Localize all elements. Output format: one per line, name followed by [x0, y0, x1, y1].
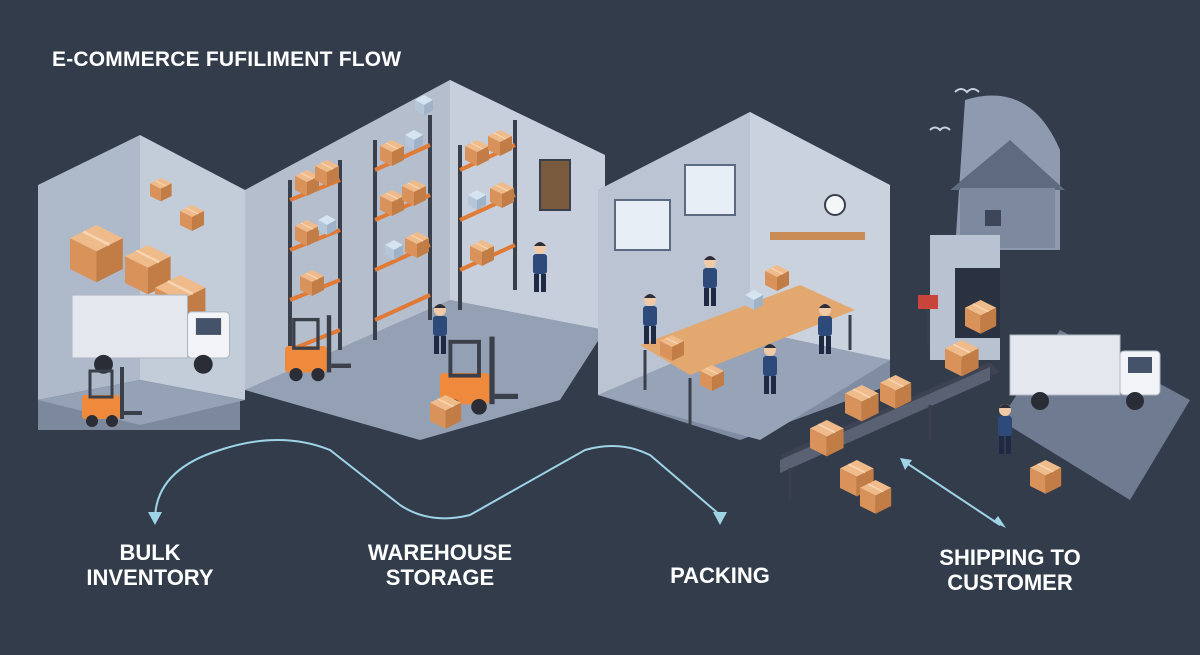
stage-label-line: INVENTORY [86, 565, 214, 590]
arrow-head-icon [993, 516, 1006, 528]
flow-arrow-shipping [904, 461, 1001, 526]
wall-screen [684, 164, 736, 216]
flow-arrows [148, 439, 1006, 528]
arrow-head-icon [713, 512, 727, 525]
house-icon [950, 95, 1065, 250]
diagram-title: E-COMMERCE FUFILIMENT FLOW [52, 48, 402, 71]
flow-arrow-bulk [154, 439, 721, 521]
stage-label-line: BULK [119, 540, 181, 565]
arrow-head-icon [900, 458, 912, 470]
stage-label-line: SHIPPING TO [939, 545, 1081, 570]
shipping-worker [998, 404, 1012, 454]
stage-label-shipping: SHIPPING TO CUSTOMER [920, 545, 1100, 595]
warehouse-storage-room [245, 80, 605, 440]
shipping-area [780, 88, 1190, 515]
bird-icon [929, 126, 951, 132]
stage-label-packing: PACKING [640, 563, 800, 588]
packing-room [598, 112, 890, 440]
stage-label-line: PACKING [670, 563, 770, 588]
arrow-head-icon [148, 512, 162, 525]
bulk-inventory-room [38, 135, 245, 430]
wall-screen [614, 199, 671, 251]
wall-chart [539, 159, 571, 211]
stage-label-bulk-inventory: BULK INVENTORY [70, 540, 230, 590]
stage-label-line: CUSTOMER [947, 570, 1073, 595]
stage-label-line: STORAGE [385, 565, 495, 590]
packing-table [640, 285, 855, 425]
clock-icon [824, 194, 846, 216]
wall-shelf [770, 232, 865, 240]
stage-label-line: WAREHOUSE [367, 540, 513, 565]
stage-label-warehouse-storage: WAREHOUSE STORAGE [350, 540, 530, 590]
mailbox-icon [918, 295, 938, 309]
bird-icon [954, 88, 980, 94]
